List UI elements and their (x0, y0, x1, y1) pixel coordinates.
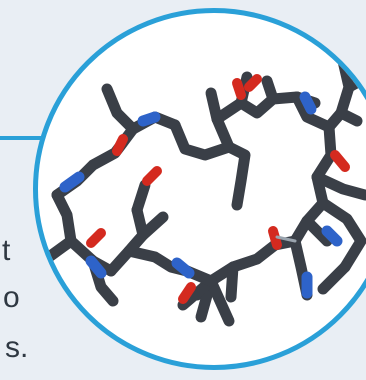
text-fragment-3: s. (5, 331, 29, 364)
callout-line (0, 136, 52, 140)
molecule-magnifier-circle (33, 8, 366, 370)
molecule-structure (43, 55, 366, 327)
text-fragment-2: o (3, 281, 20, 314)
text-fragment-1: t (2, 234, 11, 267)
